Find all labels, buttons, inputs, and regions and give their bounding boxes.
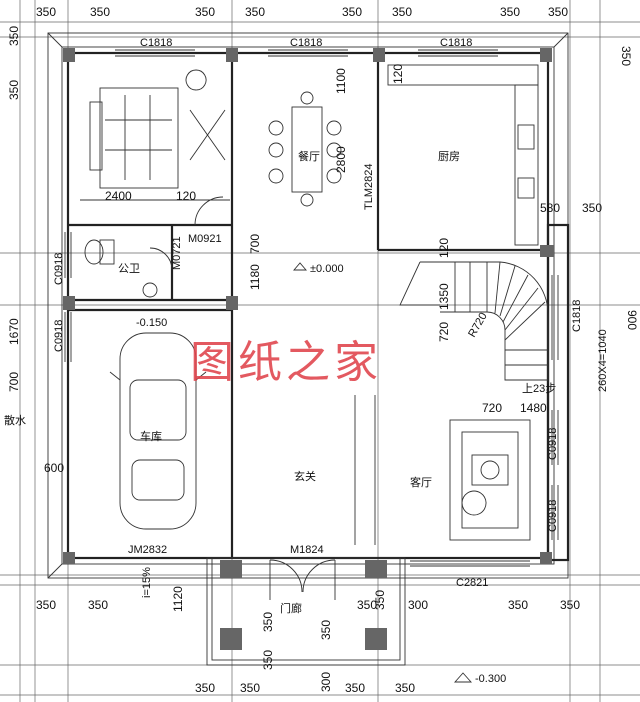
- room-garage: 车库: [140, 429, 162, 443]
- dim-bot1-6: 350: [508, 598, 528, 612]
- dim-top-6: 350: [392, 5, 412, 19]
- room-porch: 门廊: [280, 601, 302, 615]
- bottom-dimensions: 1120 350 350 350 300 350 350 350 350 350…: [36, 586, 580, 695]
- car-outline: [109, 332, 207, 530]
- room-living: 客厅: [410, 475, 432, 489]
- room-names: 餐厅 厨房 公卫 车库 玄关 客厅 门廊: [118, 149, 460, 615]
- inner-dimensions: 2400 120 700 1180 1100 2800 1350 720 720…: [105, 64, 547, 415]
- dim-inner-1480: 1480: [520, 401, 547, 415]
- dim-inner-120a: 120: [176, 189, 196, 203]
- slope-label: i=15%: [141, 567, 153, 598]
- dim-inner-1180: 1180: [248, 264, 262, 290]
- stair-dims-label: 260X4=1040: [597, 329, 609, 392]
- dim-bot1-5: 300: [408, 598, 428, 612]
- dim-bot1-4: 350: [357, 598, 377, 612]
- dim-bot2-4: 350: [395, 681, 415, 695]
- dim-inner-1350: 1350: [437, 283, 451, 310]
- left-dimensions: 350 350 1670 700 600 散水: [4, 26, 64, 475]
- dim-left-5: 600: [44, 461, 64, 475]
- level-outdoor: -0.300: [475, 673, 506, 685]
- label-door-main: M1824: [290, 544, 324, 556]
- label-window-tlm: TLM2824: [363, 164, 375, 210]
- dim-top-2: 350: [90, 5, 110, 19]
- dim-inner-720b: 720: [482, 401, 502, 415]
- dim-inner-2800: 2800: [334, 146, 348, 173]
- label-door-toilet: M0721: [171, 236, 183, 270]
- dim-bot1-3: 350: [88, 598, 108, 612]
- dim-bot2-3: 350: [345, 681, 365, 695]
- window-marks: [64, 49, 559, 567]
- top-dimensions: 350 350 350 350 350 350 350 350: [36, 5, 568, 19]
- dim-right-4: 900: [625, 310, 639, 330]
- dim-inner-700: 700: [248, 234, 262, 254]
- dim-inner-720a: 720: [437, 322, 451, 342]
- porch: [206, 557, 406, 666]
- dining-table: [268, 91, 342, 207]
- dim-bot2-8: 350: [373, 590, 387, 610]
- dim-top-1: 350: [36, 5, 56, 19]
- dim-top-8: 350: [548, 5, 568, 19]
- living-furniture: [354, 395, 531, 545]
- label-window-kitchen: C1818: [440, 37, 472, 49]
- right-dimensions: 350 580 350 900: [540, 46, 639, 330]
- kitchen-counters: [387, 64, 539, 246]
- columns: [63, 48, 554, 650]
- dim-inner-2400: 2400: [105, 189, 132, 203]
- bedroom-furniture: [80, 69, 230, 226]
- dim-bot2-6: 350: [261, 650, 275, 670]
- watermark-text: 图纸之家: [190, 337, 382, 388]
- dim-top-3: 350: [195, 5, 215, 19]
- dim-bot2-2: 350: [240, 681, 260, 695]
- label-window-living-2: C0918: [547, 500, 559, 532]
- dim-top-4: 350: [245, 5, 265, 19]
- dim-left-2: 350: [7, 80, 21, 100]
- steps-label: 上23步: [522, 382, 556, 395]
- dim-bot1-7: 350: [560, 598, 580, 612]
- label-window-living-bottom: C2821: [456, 577, 488, 589]
- dim-bot1-1: 1120: [171, 586, 185, 612]
- dim-bot2-1: 350: [195, 681, 215, 695]
- outer-walls: [47, 32, 570, 579]
- dim-right-3: 350: [582, 201, 602, 215]
- radius-label: R720: [466, 311, 490, 340]
- dim-inner-120c: 120: [391, 64, 405, 84]
- label-door-bed: M0921: [188, 233, 222, 245]
- room-foyer: 玄关: [294, 469, 316, 483]
- label-window-bed: C1818: [140, 37, 172, 49]
- room-dining: 餐厅: [298, 149, 320, 163]
- dim-bot1-8: 350: [261, 612, 275, 632]
- curved-staircase: [399, 261, 549, 381]
- dim-inner-1100: 1100: [334, 68, 348, 94]
- level-garage: -0.150: [136, 317, 167, 329]
- label-window-dining: C1818: [290, 37, 322, 49]
- dim-right-1: 350: [619, 46, 633, 66]
- dim-right-2: 580: [540, 201, 560, 215]
- dim-left-3: 1670: [7, 318, 21, 345]
- dim-left-1: 350: [7, 26, 21, 46]
- label-window-stair: C1818: [571, 300, 583, 332]
- dim-top-7: 350: [500, 5, 520, 19]
- dim-bot2-7: 350: [319, 620, 333, 640]
- dim-bot1-2: 350: [36, 598, 56, 612]
- label-window-garage: C0918: [53, 320, 65, 352]
- room-kitchen: 厨房: [438, 150, 460, 163]
- label-window-living-1: C0918: [547, 428, 559, 460]
- level-floor: ±0.000: [310, 263, 344, 275]
- dim-inner-120b: 120: [437, 238, 451, 258]
- toilet-fixtures: [84, 239, 173, 298]
- dim-bot2-5: 300: [319, 672, 333, 692]
- label-door-garage: JM2832: [128, 544, 167, 556]
- interior-walls: [68, 53, 548, 558]
- room-toilet: 公卫: [118, 263, 140, 275]
- dim-left-4: 700: [7, 372, 21, 392]
- opening-labels: C1818 C1818 C1818 TLM2824 C0918 C0918 C1…: [53, 37, 583, 589]
- dim-top-5: 350: [342, 5, 362, 19]
- drain-label: 散水: [4, 413, 26, 427]
- label-window-toilet: C0918: [53, 253, 65, 285]
